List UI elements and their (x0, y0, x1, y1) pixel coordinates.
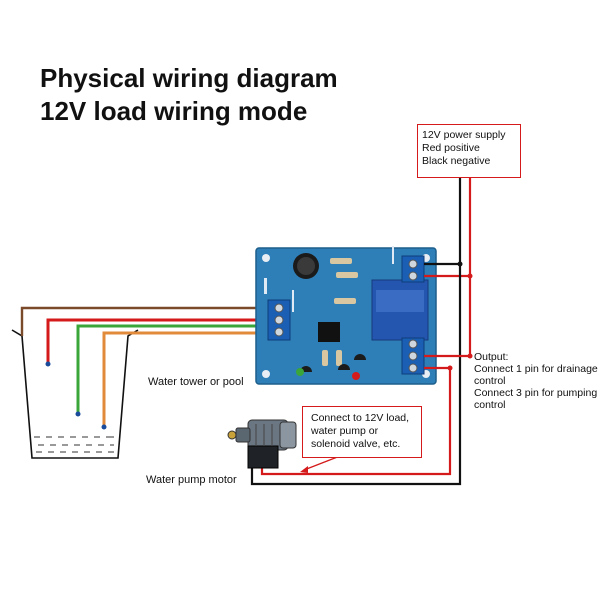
water-surface (34, 436, 114, 453)
water-tower-label: Water tower or pool (148, 376, 244, 388)
probe-wires (20, 306, 270, 425)
power-supply-line1: 12V power supply (422, 129, 506, 141)
output-line3: control (474, 375, 506, 387)
diagram-title-line1: Physical wiring diagram (40, 63, 338, 93)
load-line2: water pump or (311, 425, 379, 437)
diagram-title-line2: 12V load wiring mode (40, 96, 308, 126)
output-terminal-block (401, 337, 425, 375)
output-line5: control (474, 399, 506, 411)
ic-chip (318, 322, 340, 342)
load-line1: Connect to 12V load, (311, 412, 410, 424)
load-callout: Connect to 12V load, water pump or solen… (302, 406, 422, 458)
led-green (296, 368, 304, 376)
pump-motor-label: Water pump motor (146, 474, 237, 486)
water-container (11, 329, 139, 459)
pump-motor (227, 419, 297, 469)
probe-terminal-block (267, 299, 291, 341)
power-terminal-block (401, 255, 425, 283)
transistors (300, 354, 366, 372)
load-line3: solenoid valve, etc. (311, 438, 401, 450)
output-line4: Connect 3 pin for pumping (474, 387, 598, 399)
power-supply-line2: Red positive (422, 142, 480, 154)
power-wires (250, 175, 473, 486)
power-supply-callout: 12V power supply Red positive Black nega… (417, 124, 521, 178)
relay-module-board (255, 246, 437, 385)
power-supply-line3: Black negative (422, 155, 491, 167)
resistors (322, 258, 358, 366)
annotation-arrows (303, 455, 341, 471)
capacitor (293, 253, 319, 279)
relay (371, 279, 429, 341)
output-line1: Output: (474, 351, 509, 363)
output-line2: Connect 1 pin for drainage (474, 363, 598, 375)
probe-tips (45, 361, 107, 430)
led-red (352, 372, 360, 380)
